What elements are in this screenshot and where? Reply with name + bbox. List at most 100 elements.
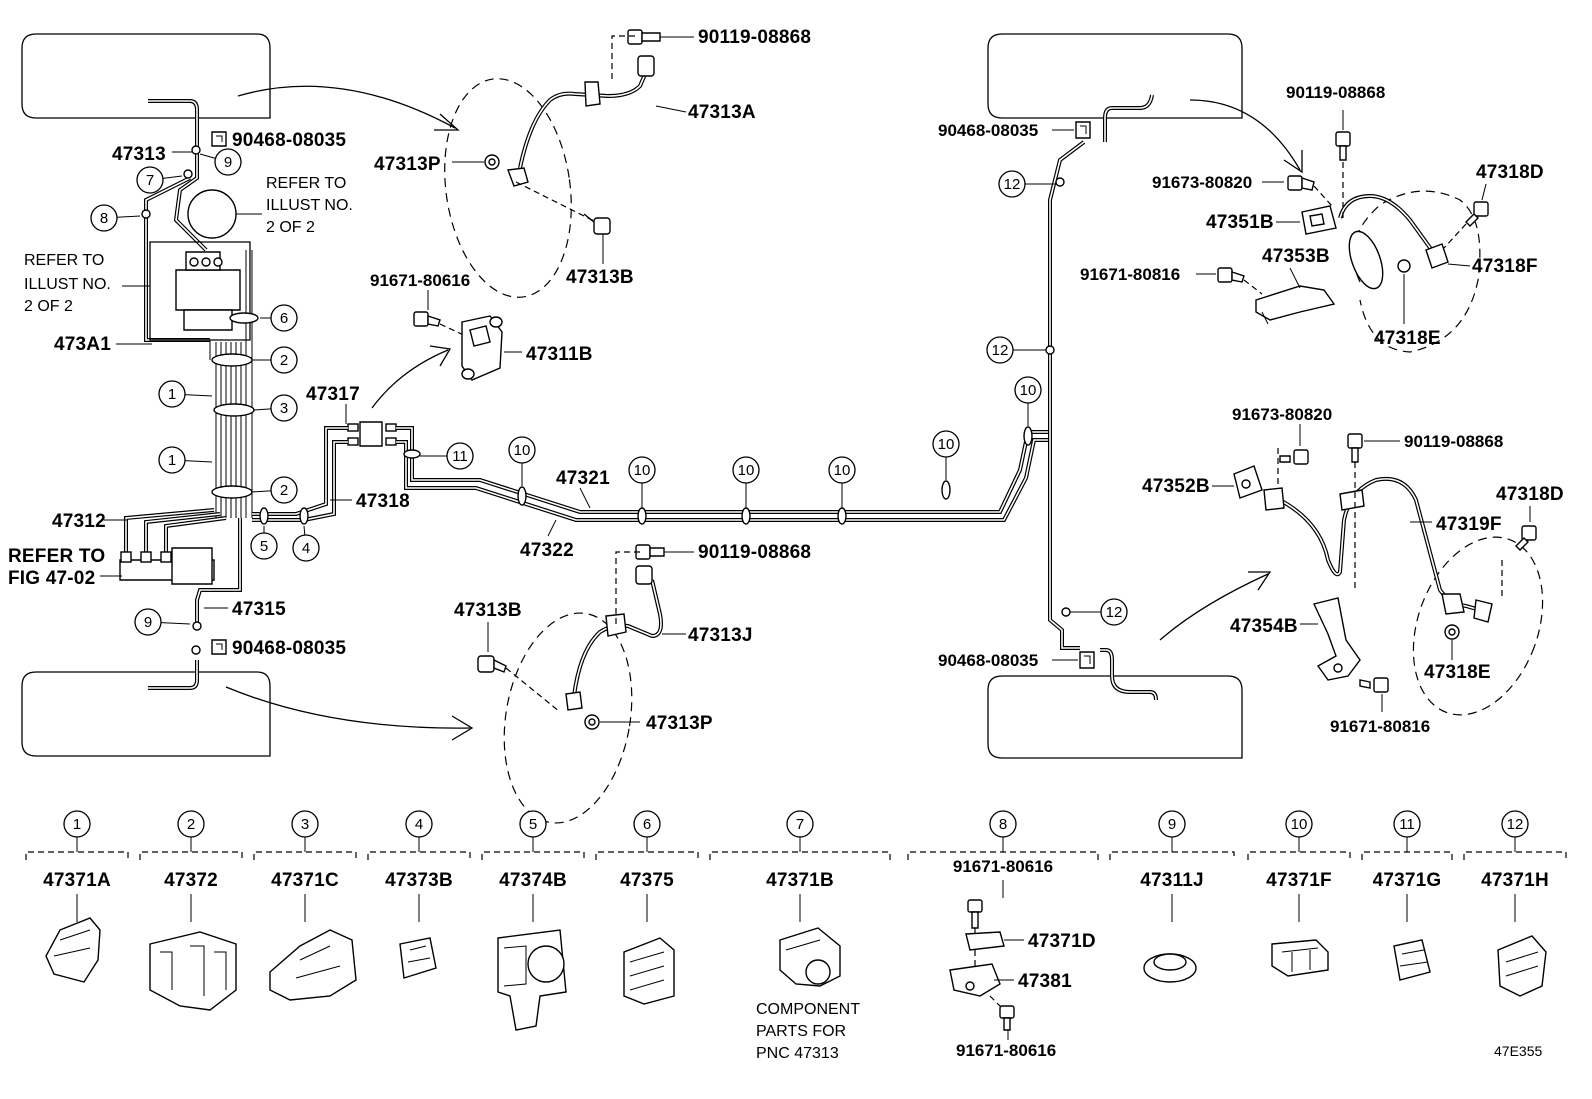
clip-rr-icon [1079,651,1095,669]
line-47312 [119,508,227,585]
legend-icon-clip-4 [399,937,437,979]
legend: 147371A247372347371C447373B547374B647375… [25,810,1567,922]
legend-icon-clip-1 [45,917,101,983]
callout-10: 10 [932,430,960,480]
bolt-rb-icon [1347,433,1363,463]
callout-9: 9 [134,608,191,636]
legend-pnc: 47371F [1266,870,1332,891]
legend-number: 7 [796,816,804,833]
legend-icon-clip-2 [149,931,237,1011]
label-hose-47313p-low: 47313P [646,713,713,734]
legend-number: 2 [187,816,195,833]
leader-47318d-top-dash [1443,223,1467,249]
label-sub-bolt: 91671-80616 [956,1041,1056,1060]
label-bolt-rt: 90119-08868 [1286,83,1385,102]
label-bolt-91673-bottom: 91673-80820 [1232,405,1332,424]
wheel-box-front-right [987,33,1243,119]
bolt-47318d-bottom-icon [1515,525,1537,551]
label-bolt-91673-top: 91673-80820 [1152,173,1252,192]
callout-10: 10 [1014,376,1042,426]
callout-number: 5 [260,538,268,555]
label-bolt-top: 90119-08868 [698,27,811,48]
callout-number: 12 [1106,604,1123,621]
label-clip-rr: 90468-08035 [938,651,1038,670]
leader-clamp-dash [439,323,471,339]
callout-number: 9 [144,614,152,631]
clamp-47311b-icon [461,315,503,381]
label-bracket-47353b: 47353B [1262,246,1330,267]
detail-circle-fr [1352,190,1481,353]
callout-number: 9 [224,154,232,171]
legend-icon-clip-6 [623,937,675,1005]
label-hose-47319f: 47319F [1436,514,1502,535]
clip-fl-icon [211,131,227,147]
callout-number: 12 [1004,176,1021,193]
legend-number: 4 [415,816,423,833]
refer2-line2: ILLUST NO. [24,276,111,293]
bracket-47354b-icon [1313,597,1361,681]
junction-47317 [347,421,397,447]
component-note-line3: PNC 47313 [756,1045,839,1062]
legend-pnc: 47374B [499,870,567,891]
bolt-91671-bottom-icon [1359,677,1389,693]
legend-pnc: 47371C [271,870,339,891]
refer1-line1: REFER TO [266,175,346,192]
label-part-47318e-top: 47318E [1374,328,1441,349]
label-clip-fr: 90468-08035 [938,121,1038,140]
callout-12: 12 [998,170,1056,198]
callout-2: 2 [251,476,298,504]
label-pnc-47313: 47313 [112,144,166,165]
label-hose-47313a: 47313A [688,102,756,123]
label-bracket-47352b: 47352B [1142,476,1210,497]
callout-number: 4 [302,540,310,557]
label-bracket-47351b: 47351B [1206,212,1274,233]
bolt-top-icon [627,29,661,45]
label-bolt-47313b-left: 47313B [454,600,522,621]
callout-number: 10 [634,462,651,479]
legend-number: 12 [1507,816,1524,833]
label-pnc-473a1: 473A1 [54,334,111,355]
label-sub-47381: 47381 [1018,971,1072,992]
label-bracket-47354b: 47354B [1230,616,1298,637]
callout-number: 2 [280,482,288,499]
callout-5: 5 [250,526,278,560]
pipe-stub-rr [1100,648,1158,701]
legend-number: 9 [1168,816,1176,833]
joint-9-rear [192,621,202,631]
legend-pnc: 47371G [1373,870,1442,891]
label-hose-47313p-top: 47313P [374,154,441,175]
label-pnc-47321: 47321 [556,468,610,489]
label-bolt-clamp: 91671-80616 [370,271,470,290]
label-pnc-47312: 47312 [52,511,106,532]
arrow-rr-to-hose [1159,571,1272,641]
label-pnc-47322: 47322 [520,540,574,561]
line-47318 [252,426,348,525]
callout-1: 1 [158,446,213,474]
leader-47318f-top [1447,263,1471,267]
bracket-47351b-icon [1301,205,1337,235]
callout-12: 12 [1070,598,1128,626]
bolt-91673-bottom-icon [1279,449,1309,465]
wheel-box-rear-right [987,675,1243,759]
callout-number: 10 [1020,382,1037,399]
callout-10: 10 [828,456,856,508]
label-part-47318d-bottom: 47318D [1496,484,1564,505]
callout-number: 12 [992,342,1009,359]
clip-fr-icon [1075,121,1091,139]
legend-number: 10 [1291,816,1308,833]
label-sub-47371d: 47371D [1028,931,1096,952]
hose-47319f-drawing [1263,477,1493,623]
leader-47321 [579,487,591,509]
callout-number: 1 [168,452,176,469]
bolt-47313b-left-icon [477,655,507,673]
callout-4: 4 [292,525,320,562]
label-pnc-47315: 47315 [232,599,286,620]
wheel-box-rear-left [21,671,271,757]
detail-circle-rl [503,612,633,824]
callout-number: 1 [168,386,176,403]
legend-pnc: 47372 [164,870,218,891]
